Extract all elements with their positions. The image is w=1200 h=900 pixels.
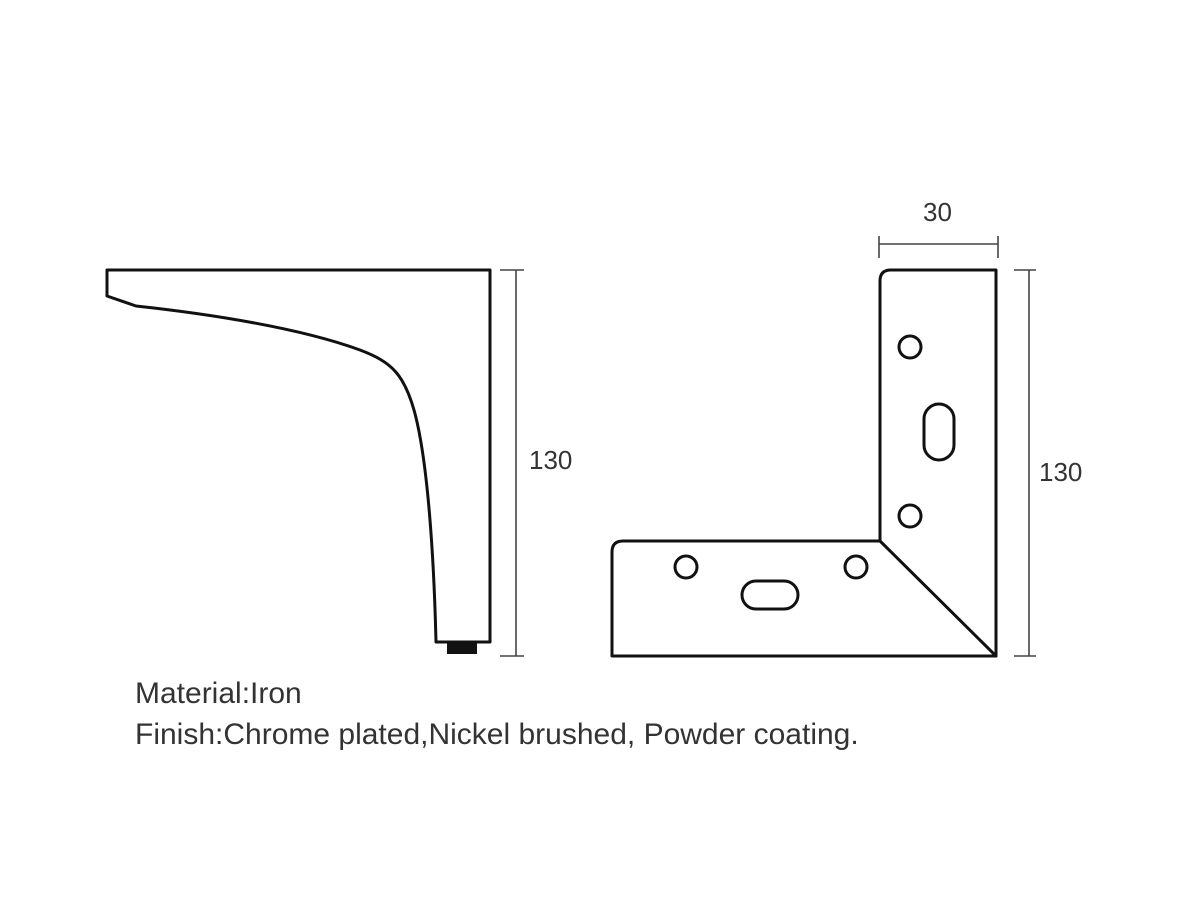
slotted-hole — [740, 579, 800, 611]
corner-view: 30 130 — [610, 197, 1082, 658]
material-spec: Material:Iron — [135, 677, 302, 710]
side-view: 130 — [105, 268, 572, 657]
bracket-outline — [610, 268, 998, 658]
corner-height-label: 130 — [1039, 457, 1082, 487]
leg-foot-pad — [447, 642, 477, 654]
corner-height-dimension: 130 — [1014, 269, 1082, 657]
finish-spec: Finish:Chrome plated,Nickel brushed, Pow… — [135, 718, 859, 751]
mounting-hole — [897, 334, 923, 360]
side-height-label: 130 — [529, 445, 572, 475]
bracket-horizontal-holes — [673, 554, 869, 611]
mounting-hole — [843, 554, 869, 580]
corner-width-label: 30 — [923, 197, 952, 227]
bracket-vertical-holes — [897, 334, 956, 529]
slotted-hole — [922, 402, 956, 462]
corner-width-dimension: 30 — [878, 197, 999, 258]
leg-side-profile — [105, 268, 492, 644]
mounting-hole — [897, 503, 923, 529]
mounting-hole — [673, 554, 699, 580]
side-height-dimension: 130 — [500, 269, 572, 657]
bracket-diagonal-gusset — [878, 539, 998, 658]
